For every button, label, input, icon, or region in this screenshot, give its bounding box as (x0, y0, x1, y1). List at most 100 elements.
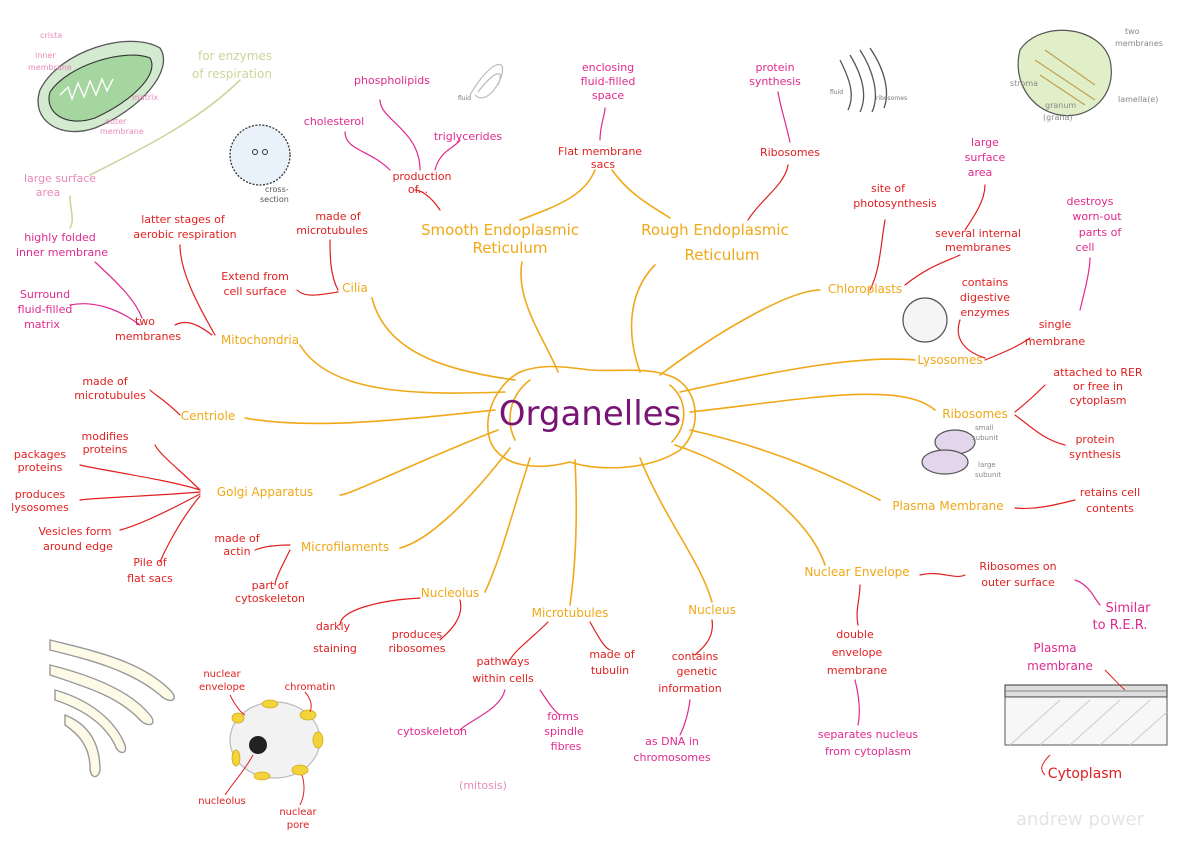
detail-large-surface-r-2: surface (965, 151, 1006, 164)
lysosome-sketch (903, 298, 947, 342)
sketch-fluid-rer: fluid (830, 89, 843, 96)
sketch-stroma: stroma (1010, 79, 1038, 88)
detail-similar-1: Similar (1105, 601, 1151, 616)
sketch-plasma-membrane-2: membrane (1027, 659, 1093, 673)
detail-phospholipids: phospholipids (354, 74, 430, 87)
detail-two-membranes-2: membranes (115, 330, 181, 343)
detail-large-surface-l-1: large surface (24, 172, 96, 185)
detail-separates-1: separates nucleus (818, 728, 919, 741)
sketch-small-subunit-1: small (975, 424, 994, 432)
sketch-outer-membrane-1: outer (105, 117, 127, 126)
detail-produces-lyso-2: lysosomes (11, 501, 69, 514)
detail-darkly-2: staining (313, 642, 357, 655)
sketch-crista: crista (40, 31, 62, 40)
detail-tubulin-1: made of (589, 648, 635, 661)
sketch-small-subunit-2: subunit (972, 434, 998, 442)
detail-spindle-2: spindle (544, 725, 584, 738)
sketch-two-membranes-1: two (1125, 27, 1140, 36)
branch-smooth-er (521, 262, 558, 372)
detail-cytoskeleton: cytoskeleton (397, 725, 467, 738)
sketch-granum-1: granum (1045, 101, 1076, 110)
branch-nuclear-envelope (675, 445, 825, 565)
detail-attached-1: attached to RER (1053, 366, 1143, 379)
detail-for-enzymes-1: for enzymes (198, 49, 272, 63)
detail-enclosing-1: enclosing (582, 61, 634, 74)
sketch-large-subunit-1: large (978, 461, 996, 469)
branch-ribosomes-right (690, 394, 935, 412)
branch-mito (300, 345, 505, 393)
sketch-two-membranes-2: membranes (1115, 39, 1163, 48)
detail-protein-syn-r-1: protein (1075, 433, 1114, 446)
detail-part-of-2: cytoskeleton (235, 592, 305, 605)
label-plasma-membrane: Plasma Membrane (892, 499, 1003, 513)
sketch-lamella: lamella(e) (1118, 95, 1158, 104)
detail-spindle-3: fibres (551, 740, 582, 753)
detail-cilia-micro-2: microtubules (296, 224, 368, 237)
detail-enclosing-3: space (592, 89, 625, 102)
detail-vesicles-1: Vesicles form (39, 525, 112, 538)
label-chloroplasts: Chloroplasts (828, 282, 902, 296)
detail-protein-top-2: synthesis (749, 75, 801, 88)
label-rough-er-line1: Rough Endoplasmic (641, 221, 789, 239)
detail-modifies-2: proteins (83, 443, 128, 456)
detail-produces-lyso-1: produces (15, 488, 66, 501)
detail-pile-2: flat sacs (127, 572, 173, 585)
sketch-ribosomes-rer: ribosomes (876, 95, 907, 102)
detail-latter-2: aerobic respiration (133, 228, 236, 241)
detail-actin-2: actin (223, 545, 250, 558)
detail-centriole-micro-2: microtubules (74, 389, 146, 402)
branch-microtubules (570, 460, 576, 605)
detail-ribo-outer-2: outer surface (981, 576, 1055, 589)
sketch-inner-membrane-2: membrane (28, 63, 72, 72)
label-lysosomes: Lysosomes (917, 353, 982, 367)
label-rough-er-line2: Reticulum (684, 246, 759, 264)
detail-extend-2: cell surface (223, 285, 286, 298)
plasma-membrane-sketch: Plasma membrane Cytoplasm (1005, 641, 1167, 782)
detail-produces-ribo-1: produces (392, 628, 443, 641)
nucleus-sketch: nuclear envelope chromatin nucleolus nuc… (198, 669, 335, 831)
sketch-matrix: matrix (132, 93, 158, 102)
detail-dna-2: chromosomes (633, 751, 710, 764)
branch-nucleolus (485, 458, 530, 592)
sketch-nucleolus: nucleolus (198, 796, 246, 807)
sketch-cross-section-1: cross- (265, 185, 289, 194)
smooth-er-sketch: fluid (458, 64, 503, 102)
detail-double-1: double (836, 628, 874, 641)
branch-chloroplasts (660, 290, 820, 375)
detail-actin-1: made of (214, 532, 260, 545)
detail-attached-3: cytoplasm (1070, 394, 1127, 407)
label-nuclear-envelope: Nuclear Envelope (804, 565, 909, 579)
detail-tubulin-2: tubulin (591, 664, 629, 677)
branch-rough-er (632, 265, 655, 372)
detail-pathways-1: pathways (477, 655, 530, 668)
branch-centriole (245, 410, 495, 423)
sketch-plasma-membrane-1: Plasma (1033, 641, 1076, 655)
detail-large-surface-l-2: area (36, 186, 61, 199)
detail-several-2: membranes (945, 241, 1011, 254)
label-microfilaments: Microfilaments (301, 540, 389, 554)
detail-part-of-1: part of (252, 579, 290, 592)
detail-site-1: site of (871, 182, 906, 195)
sketch-cytoplasm: Cytoplasm (1048, 766, 1122, 782)
detail-similar-2: to R.E.R. (1093, 618, 1148, 633)
detail-centriole-micro-1: made of (82, 375, 128, 388)
chloroplast-sketch: two membranes stroma granum (grana) lame… (1010, 27, 1163, 122)
branch-lysosomes (680, 359, 915, 392)
detail-pile-1: Pile of (133, 556, 167, 569)
detail-destroys-4: cell (1076, 241, 1095, 254)
detail-darkly-1: darkly (316, 620, 351, 633)
sketch-granum-2: (grana) (1043, 113, 1072, 122)
detail-separates-2: from cytoplasm (825, 745, 911, 758)
label-ribosomes-right: Ribosomes (942, 407, 1008, 421)
label-centriole: Centriole (181, 409, 235, 423)
branch-nucleus (640, 458, 712, 602)
watermark: andrew power (1016, 809, 1145, 830)
sketch-outer-membrane-2: membrane (100, 127, 144, 136)
green-notes: for enzymes of respiration (192, 49, 272, 81)
detail-protein-syn-r-2: synthesis (1069, 448, 1121, 461)
sketch-nuclear-envelope-2: envelope (199, 682, 245, 693)
detail-two-membranes-1: two (135, 315, 155, 328)
detail-vesicles-2: around edge (43, 540, 113, 553)
mitochondrion-sketch: crista inner membrane matrix outer membr… (28, 31, 164, 136)
